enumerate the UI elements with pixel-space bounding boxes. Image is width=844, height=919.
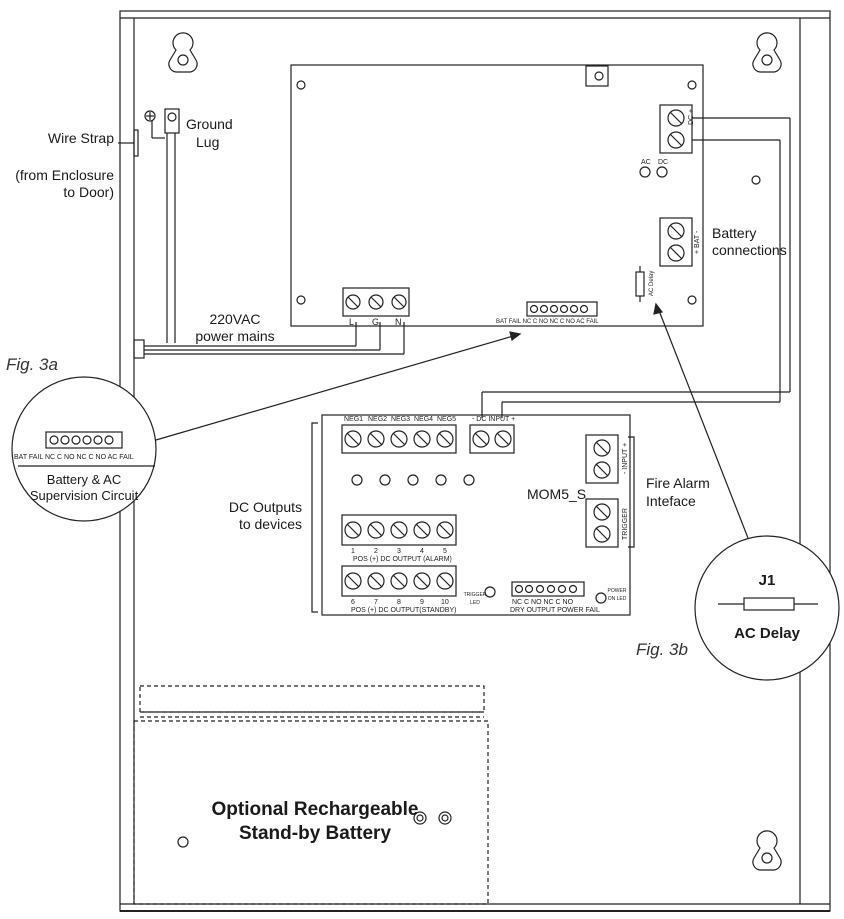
enclosure-outline — [119, 10, 831, 912]
battery-ac-label-1: Battery & AC — [46, 472, 122, 487]
ground-lug-label-1: Ground — [186, 116, 233, 132]
neg4-label: NEG4 — [414, 416, 434, 423]
alarm-num-4: 4 — [420, 548, 424, 555]
mom5s-board — [321, 414, 631, 616]
battery-connections-label-1: Battery — [712, 225, 757, 241]
bat-terminal-label: + BAT - — [694, 230, 701, 254]
alarm-num-3: 3 — [397, 548, 401, 555]
standby-num-8: 8 — [397, 599, 401, 606]
dc-outputs-label-1: DC Outputs — [228, 499, 302, 515]
standby-num-10: 10 — [441, 599, 449, 606]
standby-num-7: 7 — [374, 599, 378, 606]
optional-battery-label-2: Stand-by Battery — [238, 823, 392, 844]
ground-lug-label-2: Lug — [196, 134, 220, 150]
neg3-label: NEG3 — [391, 416, 411, 423]
standby-num-6: 6 — [351, 599, 355, 606]
optional-battery-label-1: Optional Rechargeable — [211, 799, 419, 820]
to-door-label: to Door) — [63, 184, 114, 200]
inset-3a-circle — [11, 376, 157, 522]
battery-ac-label-2: Supervision Circuit — [29, 488, 139, 503]
psu-board — [290, 64, 704, 327]
alarm-num-5: 5 — [443, 548, 447, 555]
fire-alarm-label-2: Inteface — [646, 493, 696, 509]
fig-3b-label: Fig. 3b — [636, 640, 688, 659]
dc-input-label: - DC INPUT + — [472, 416, 516, 423]
input-side-label: - INPUT + — [622, 442, 629, 474]
dc-led-label: DC — [658, 159, 669, 166]
neg2-label: NEG2 — [368, 416, 388, 423]
keyhole-top-right — [752, 32, 782, 73]
dc-terminal-label: DC + — [688, 108, 695, 125]
alarm-caption: POS (+) DC OUTPUT (ALARM) — [353, 556, 452, 563]
terminal-n-label: N — [395, 317, 402, 327]
alarm-num-1: 1 — [351, 548, 355, 555]
standby-caption: POS (+) DC OUTPUT(STANDBY) — [351, 607, 457, 614]
power-mains-label-1: 220VAC — [209, 311, 261, 327]
keyhole-bottom-right — [752, 830, 782, 871]
mom5s-label: MOM5_S — [527, 486, 587, 502]
dry-output-label: NC C NO NC C NO — [512, 599, 574, 606]
power-mains-label-2: power mains — [195, 328, 275, 344]
battery-outline — [139, 685, 485, 713]
ac-delay-label: AC Delay — [734, 625, 800, 642]
fire-alarm-label-1: Fire Alarm — [646, 475, 710, 491]
j1-label: J1 — [758, 572, 776, 589]
trigger-led-label: TRIGGER LED — [463, 592, 487, 606]
ac-led-label: AC — [641, 159, 651, 166]
alarm-num-2: 2 — [374, 548, 378, 555]
dry-caption: DRY OUTPUT POWER FAIL — [510, 607, 600, 614]
board-supervision-strip-label: BAT FAIL NC C NO NC C NO AC FAIL — [496, 319, 599, 325]
fig-3a-label: Fig. 3a — [6, 355, 58, 374]
trigger-side-label: TRIGGER — [622, 508, 629, 540]
terminal-l-label: L — [349, 317, 355, 327]
terminal-g-label: G — [372, 317, 380, 327]
from-enclosure-label: (from Enclosure — [15, 167, 114, 183]
keyhole-top-left — [168, 32, 198, 73]
neg1-label: NEG1 — [344, 416, 364, 423]
standby-num-9: 9 — [420, 599, 424, 606]
wire-strap-label: Wire Strap — [47, 130, 114, 146]
battery-connections-label-2: connections — [712, 242, 787, 258]
power-on-led-label: POWER ON LED — [607, 588, 627, 602]
inset-supervision-strip-label: BAT FAIL NC C NO NC C NO AC FAIL — [14, 454, 134, 461]
dc-outputs-label-2: to devices — [238, 516, 302, 532]
inset-3b-circle — [694, 535, 840, 681]
neg5-label: NEG5 — [437, 416, 457, 423]
ac-delay-small-label: AC Delay — [649, 270, 655, 296]
